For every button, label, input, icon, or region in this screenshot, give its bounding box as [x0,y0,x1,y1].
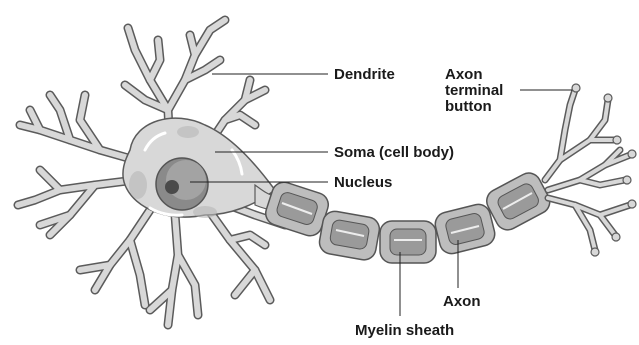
terminal-button [628,200,636,208]
myelin-label: Myelin sheath [355,322,454,339]
myelin-segment [433,202,497,256]
myelin-segment [380,221,436,263]
terminal-button [628,150,636,158]
axon-label: Axon [443,293,481,310]
terminal-button [604,94,612,102]
axon-terminal-label-line2: terminal [445,82,503,99]
axon-terminal-label-line3: button [445,98,492,115]
dendrite-label: Dendrite [334,66,395,83]
terminal-button [613,136,621,144]
soma-label: Soma (cell body) [334,144,454,161]
myelin-segment [318,209,382,261]
axon-terminals [545,84,636,256]
labels: Dendrite Soma (cell body) Nucleus Axon t… [334,66,503,339]
nucleus-label: Nucleus [334,174,392,191]
terminal-button [612,233,620,241]
terminal-button [572,84,580,92]
terminal-button [591,248,599,256]
myelin-sheath [263,169,554,263]
terminal-button [623,176,631,184]
nucleolus [165,180,179,194]
axon-terminal-label-line1: Axon [445,66,483,83]
